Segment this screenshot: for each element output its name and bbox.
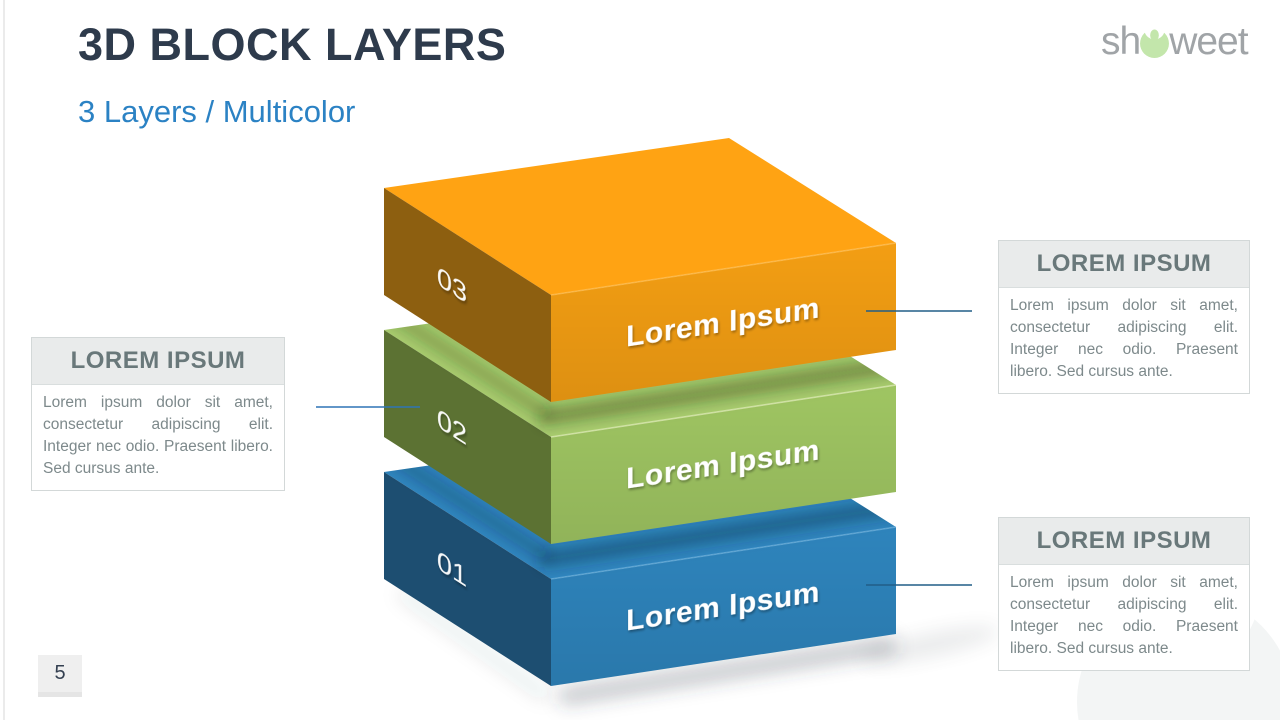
- floor-shadow: [397, 587, 999, 706]
- block-02-side-face: [384, 330, 551, 544]
- block-03: 03 Lorem Ipsum: [384, 138, 897, 402]
- logo-leaf-icon: [1139, 28, 1170, 59]
- callout-left-title: LOREM IPSUM: [32, 338, 284, 385]
- callout-bottom-right-title: LOREM IPSUM: [999, 518, 1249, 565]
- callout-top-right-title: LOREM IPSUM: [999, 241, 1249, 288]
- logo-text-prefix: sh: [1101, 20, 1141, 63]
- callout-left: LOREM IPSUM Lorem ipsum dolor sit amet, …: [31, 337, 285, 491]
- block-01-side-face: [384, 472, 551, 686]
- callout-left-body: Lorem ipsum dolor sit amet, consectetur …: [43, 394, 273, 477]
- callout-bottom-right: LOREM IPSUM Lorem ipsum dolor sit amet, …: [998, 517, 1250, 671]
- callout-top-right-body: Lorem ipsum dolor sit amet, consectetur …: [1010, 297, 1238, 380]
- page-title: 3D BLOCK LAYERS: [78, 19, 507, 70]
- left-edge-divider: [3, 0, 5, 720]
- callout-top-right: LOREM IPSUM Lorem ipsum dolor sit amet, …: [998, 240, 1250, 394]
- block-03-top-face: [384, 138, 896, 295]
- block-03-side-face: [384, 188, 551, 402]
- callout-bottom-right-body: Lorem ipsum dolor sit amet, consectetur …: [1010, 574, 1238, 657]
- page-number-badge: 5: [38, 655, 82, 697]
- page-subtitle: 3 Layers / Multicolor: [78, 94, 356, 129]
- logo-text-suffix: weet: [1169, 20, 1248, 63]
